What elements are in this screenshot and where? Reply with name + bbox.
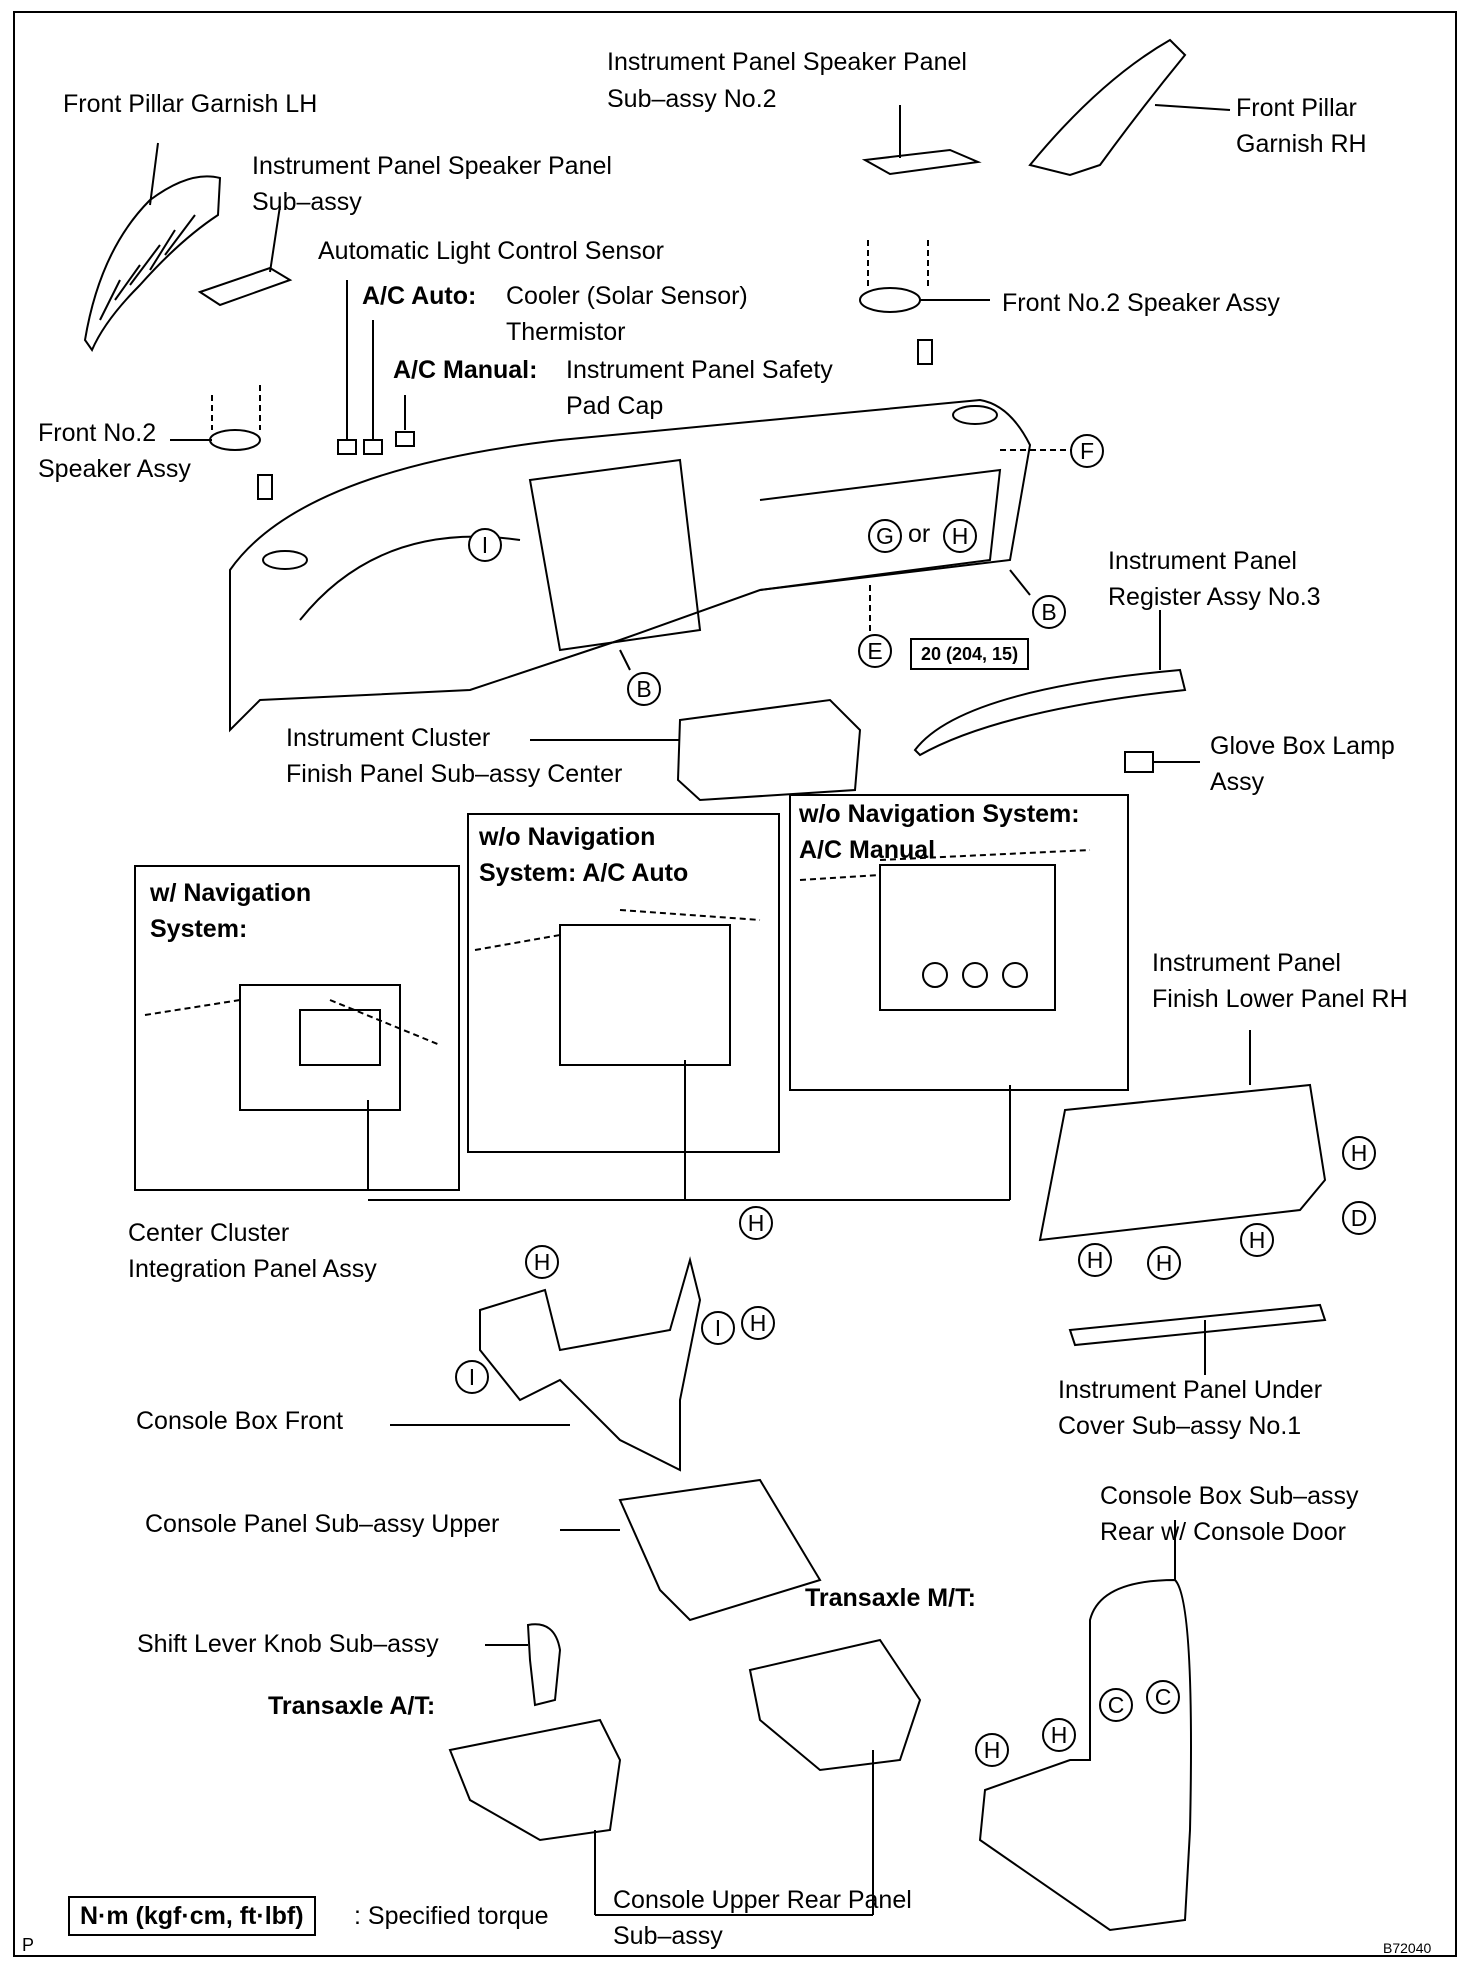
- console-panel-upper-drawing: [560, 1478, 822, 1622]
- console-box-rear-drawing: [978, 1520, 1192, 1932]
- torque-spec-box: 20 (204, 15): [910, 638, 1030, 670]
- under-cover-drawing: [1068, 1303, 1327, 1375]
- label-front-no2-speaker-rh: Front No.2 Speaker Assy: [1002, 289, 1280, 317]
- wo-nav-auto-box-title-line1: w/o Navigation: [479, 823, 656, 851]
- label-register-no3-line1: Instrument Panel: [1108, 547, 1297, 575]
- label-ip-speaker-panel-line2: Sub–assy: [252, 188, 362, 216]
- label-console-box-rear-line1: Console Box Sub–assy: [1100, 1482, 1359, 1510]
- label-ac-auto-line2: Thermistor: [506, 318, 626, 346]
- label-ac-auto-prefix: A/C Auto:: [362, 282, 477, 310]
- callout-i-console-right: I: [701, 1311, 735, 1345]
- callout-h-console-top: H: [739, 1206, 773, 1240]
- callout-b-center: B: [627, 672, 661, 706]
- label-upper-rear-line2: Sub–assy: [613, 1922, 723, 1950]
- w-nav-box-title-line2: System:: [150, 915, 248, 943]
- diagram-frame: [13, 11, 1457, 1957]
- legend-torque-unit-box: N·m (kgf·cm, ft·lbf): [68, 1896, 316, 1936]
- label-ac-manual-line1: Instrument Panel Safety: [566, 356, 833, 384]
- wo-nav-manual-box-title-line2: A/C Manual: [799, 836, 936, 864]
- callout-i-panel: I: [468, 528, 502, 562]
- label-auto-light-sensor: Automatic Light Control Sensor: [318, 237, 665, 265]
- callout-d: D: [1342, 1201, 1376, 1235]
- label-front-pillar-garnish-lh: Front Pillar Garnish LH: [63, 90, 318, 118]
- register-no3-drawing: [913, 610, 1187, 757]
- label-center-cluster-line2: Integration Panel Assy: [128, 1255, 377, 1283]
- front-pillar-garnish-rh-drawing: [1028, 38, 1231, 177]
- label-glove-box-lamp-line1: Glove Box Lamp: [1210, 732, 1395, 760]
- label-finish-lower-rh-line2: Finish Lower Panel RH: [1152, 985, 1408, 1013]
- label-console-panel-upper: Console Panel Sub–assy Upper: [145, 1510, 500, 1538]
- callout-c-2: C: [1146, 1680, 1180, 1714]
- wo-nav-ac-auto-box: w/o Navigation System: A/C Auto: [467, 813, 780, 1153]
- callout-g: G: [868, 519, 902, 553]
- front-no2-speaker-lh-drawing: [170, 385, 273, 500]
- callout-h-lower-rh-4: H: [1147, 1246, 1181, 1280]
- label-shift-knob: Shift Lever Knob Sub–assy: [137, 1630, 439, 1658]
- callout-h-rear-2: H: [975, 1733, 1009, 1767]
- callout-h-lower-rh-1: H: [1342, 1136, 1376, 1170]
- front-no2-speaker-rh-drawing: [859, 240, 990, 365]
- figure-code: B72040: [1383, 1940, 1432, 1956]
- label-ip-speaker-panel-line1: Instrument Panel Speaker Panel: [252, 152, 612, 180]
- label-ac-auto-line1: Cooler (Solar Sensor): [506, 282, 748, 310]
- ip-speaker-panel-no2-drawing: [861, 105, 982, 176]
- label-front-no2-speaker-lh-line1: Front No.2: [38, 419, 157, 447]
- callout-e: E: [858, 634, 892, 668]
- radio-drawings: [144, 849, 1091, 1201]
- wo-nav-auto-box-title-line2: System: A/C Auto: [479, 859, 689, 887]
- label-glove-box-lamp-line2: Assy: [1210, 768, 1265, 796]
- label-transaxle-mt: Transaxle M/T:: [805, 1584, 976, 1612]
- label-console-box-front: Console Box Front: [136, 1407, 344, 1435]
- label-front-pillar-garnish-rh-line2: Garnish RH: [1236, 130, 1367, 158]
- wo-nav-manual-box-title-line1: w/o Navigation System:: [799, 800, 1080, 828]
- console-box-front-drawing: [390, 1256, 702, 1472]
- label-under-cover-line1: Instrument Panel Under: [1058, 1376, 1323, 1404]
- label-cluster-finish-line1: Instrument Cluster: [286, 724, 491, 752]
- label-ac-manual-line2: Pad Cap: [566, 392, 664, 420]
- callout-c-1: C: [1099, 1688, 1133, 1722]
- w-nav-system-box: w/ Navigation System:: [134, 865, 460, 1191]
- corner-p-mark: P: [22, 1935, 35, 1955]
- callout-h-console-left: H: [525, 1245, 559, 1279]
- label-front-no2-speaker-lh-line2: Speaker Assy: [38, 455, 191, 483]
- w-nav-box-title-line1: w/ Navigation: [150, 879, 312, 907]
- cluster-finish-panel-drawing: [530, 698, 862, 802]
- callout-f: F: [1070, 434, 1104, 468]
- label-under-cover-line2: Cover Sub–assy No.1: [1058, 1412, 1302, 1440]
- label-register-no3-line2: Register Assy No.3: [1108, 583, 1321, 611]
- label-finish-lower-rh-line1: Instrument Panel: [1152, 949, 1341, 977]
- callout-h-console-right: H: [741, 1306, 775, 1340]
- finish-lower-rh-drawing: [1038, 1030, 1327, 1242]
- instrument-panel-drawing: [229, 398, 1075, 733]
- shift-knob-drawing: [485, 1623, 562, 1707]
- wo-nav-ac-manual-box: w/o Navigation System: A/C Manual: [789, 794, 1129, 1091]
- legend-torque-text: : Specified torque: [354, 1902, 549, 1930]
- callout-i-console-left: I: [455, 1360, 489, 1394]
- label-cluster-finish-line2: Finish Panel Sub–assy Center: [286, 760, 623, 788]
- callout-b-right: B: [1032, 595, 1066, 629]
- callout-h-lower-rh-3: H: [1078, 1243, 1112, 1277]
- sensor-drawings: [337, 280, 415, 455]
- front-pillar-garnish-lh-drawing: [83, 142, 222, 353]
- label-ac-manual-prefix: A/C Manual:: [393, 356, 538, 384]
- label-console-box-rear-line2: Rear w/ Console Door: [1100, 1518, 1346, 1546]
- callout-h-lower-rh-2: H: [1240, 1223, 1274, 1257]
- glove-box-lamp-drawing: [1124, 751, 1200, 773]
- label-g-or-h-or: or: [908, 520, 931, 548]
- transaxle-panels-drawing: [448, 1638, 922, 1916]
- label-ip-speaker-panel-no2-line2: Sub–assy No.2: [607, 85, 777, 113]
- label-front-pillar-garnish-rh-line1: Front Pillar: [1236, 94, 1357, 122]
- callout-h-rear-1: H: [1042, 1718, 1076, 1752]
- label-center-cluster-line1: Center Cluster: [128, 1219, 290, 1247]
- callout-h-or: H: [943, 519, 977, 553]
- ip-speaker-panel-drawing: [197, 205, 293, 307]
- label-upper-rear-line1: Console Upper Rear Panel: [613, 1886, 912, 1914]
- label-ip-speaker-panel-no2-line1: Instrument Panel Speaker Panel: [607, 48, 967, 76]
- label-transaxle-at: Transaxle A/T:: [268, 1692, 436, 1720]
